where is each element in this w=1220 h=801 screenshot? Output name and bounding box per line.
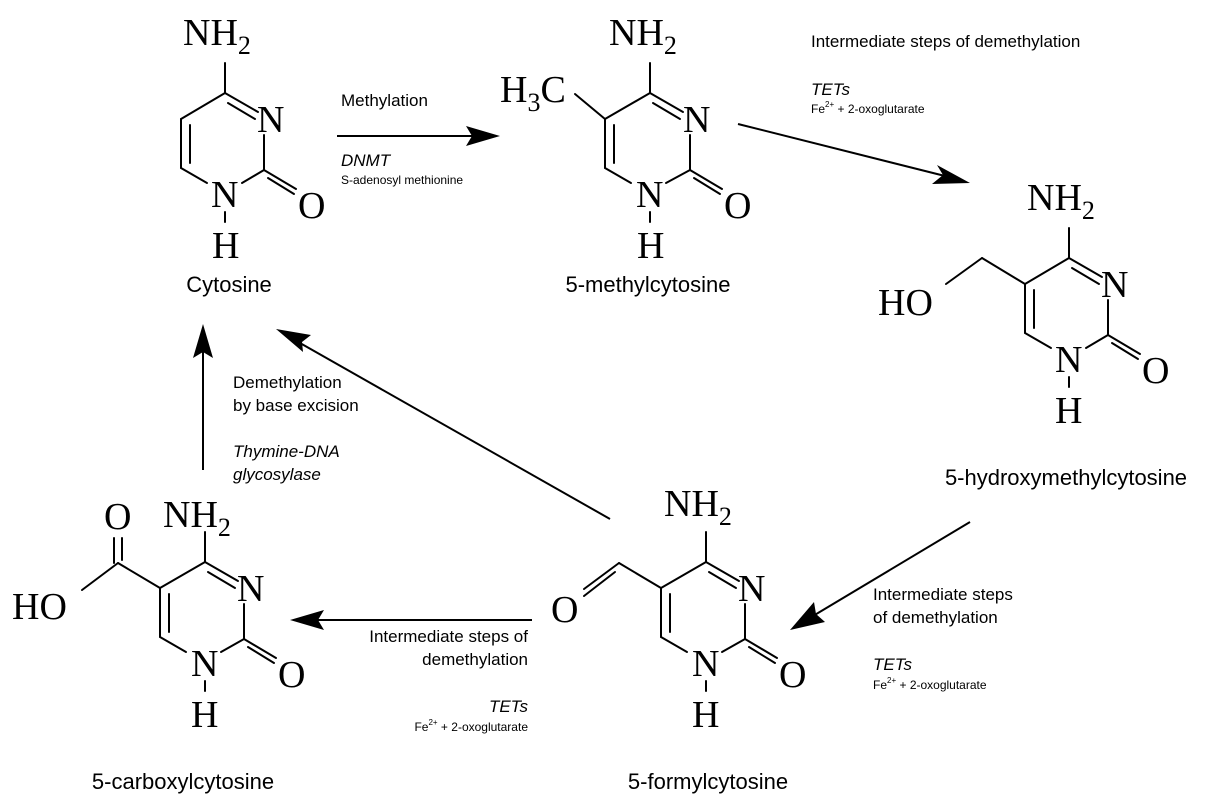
methylcytosine-amine-label: NH2 [609, 12, 677, 60]
methylcytosine-name: 5-methylcytosine [565, 272, 730, 297]
hydroxymethylcytosine-n1-label: N [1055, 339, 1082, 381]
formylation-label-line2: of demethylation [873, 608, 998, 627]
cytosine-o2-label: O [298, 185, 325, 227]
methylation-arrow [337, 126, 500, 146]
sam-cofactor-label: S-adenosyl methionine [341, 173, 463, 187]
formylcytosine-amine-label: NH2 [664, 483, 732, 531]
methylcytosine-structure: NH2 H3C N N O H 5-methylcytosine [500, 12, 751, 297]
hydroxymethylcytosine-hydroxyl-label: HO [878, 282, 933, 324]
base-excision-label-line2: by base excision [233, 396, 359, 415]
methylcytosine-n3-label: N [683, 99, 710, 141]
formylcytosine-h1-label: H [692, 694, 719, 736]
cytosine-amine-label: NH2 [183, 12, 251, 60]
hydroxymethylation-arrow [737, 123, 970, 184]
hydroxymethylcytosine-n3-label: N [1101, 264, 1128, 306]
carboxylation-arrow [290, 610, 532, 630]
carboxylcytosine-carbonyl-o-label: O [104, 496, 131, 538]
methylation-label: Methylation [341, 91, 428, 110]
cytosine-structure: NH2 N N O H Cytosine [180, 12, 325, 297]
formylcytosine-name: 5-formylcytosine [628, 769, 788, 794]
base-excision-arrow [193, 324, 213, 470]
carboxylcytosine-name: 5-carboxylcytosine [92, 769, 274, 794]
tets-enzyme-label-1: TETs [811, 80, 851, 99]
carboxylcytosine-amine-label: NH2 [163, 494, 231, 542]
methylcytosine-methyl-label: H3C [500, 69, 566, 117]
carboxylation-label-line2: demethylation [422, 650, 528, 669]
fe-oxoglutarate-label-3: Fe2+ + 2-oxoglutarate [414, 718, 528, 734]
carboxylation-label-line1: Intermediate steps of [369, 627, 528, 646]
tdg-enzyme-label-line1: Thymine-DNA [233, 442, 340, 461]
dnmt-enzyme-label: DNMT [341, 151, 392, 170]
base-excision-label-line1: Demethylation [233, 373, 342, 392]
cytosine-h1-label: H [212, 225, 239, 267]
hydroxymethylcytosine-o2-label: O [1142, 350, 1169, 392]
cytosine-name: Cytosine [186, 272, 272, 297]
carboxylcytosine-n3-label: N [237, 568, 264, 610]
carboxylcytosine-n1-label: N [191, 643, 218, 685]
formylcytosine-o2-label: O [779, 654, 806, 696]
tets-enzyme-label-2: TETs [873, 655, 913, 674]
fe-oxoglutarate-label-1: Fe2+ + 2-oxoglutarate [811, 100, 925, 116]
hydroxymethylcytosine-h1-label: H [1055, 390, 1082, 432]
formylation-arrow [790, 521, 971, 630]
formylcytosine-ring-bonds [583, 531, 778, 692]
hydroxymethylcytosine-structure: NH2 HO N N O H 5-hydroxymethylcytosine [878, 177, 1187, 490]
formylation-label-line1: Intermediate steps [873, 585, 1013, 604]
formylcytosine-formyl-o-label: O [551, 589, 578, 631]
formylcytosine-structure: NH2 O N N O H 5-formylcytosine [551, 483, 806, 794]
formylcytosine-n1-label: N [692, 643, 719, 685]
hydroxymethylation-label: Intermediate steps of demethylation [811, 32, 1080, 51]
carboxylcytosine-ring-bonds [81, 531, 277, 692]
methylcytosine-o2-label: O [724, 185, 751, 227]
tets-enzyme-label-3: TETs [489, 697, 529, 716]
base-excision-step-label: Demethylation by base excision Thymine-D… [233, 373, 359, 484]
hydroxymethylcytosine-name: 5-hydroxymethylcytosine [945, 465, 1187, 490]
cytosine-n3-label: N [257, 99, 284, 141]
hydroxymethylcytosine-amine-label: NH2 [1027, 177, 1095, 225]
tdg-enzyme-label-line2: glycosylase [233, 465, 321, 484]
fe-oxoglutarate-label-2: Fe2+ + 2-oxoglutarate [873, 676, 987, 692]
formyl-to-cytosine-arrow [276, 329, 611, 520]
methylcytosine-n1-label: N [636, 174, 663, 216]
formylcytosine-n3-label: N [738, 568, 765, 610]
carboxylation-step-label: Intermediate steps of demethylation TETs… [369, 627, 528, 734]
carboxylcytosine-structure: NH2 O HO N N O H 5-carboxylcytosine [12, 494, 305, 794]
carboxylcytosine-hydroxyl-label: HO [12, 586, 67, 628]
cytosine-ring-bonds [180, 62, 297, 223]
hydroxymethylcytosine-ring-bonds [945, 227, 1141, 388]
methylcytosine-ring-bonds [574, 62, 723, 223]
methylcytosine-h1-label: H [637, 225, 664, 267]
carboxylcytosine-h1-label: H [191, 694, 218, 736]
hydroxymethylation-step-label: Intermediate steps of demethylation TETs… [811, 32, 1080, 116]
cytosine-n1-label: N [211, 174, 238, 216]
methylation-step-label: Methylation DNMT S-adenosyl methionine [341, 91, 463, 187]
formylation-step-label: Intermediate steps of demethylation TETs… [873, 585, 1013, 692]
carboxylcytosine-o2-label: O [278, 654, 305, 696]
